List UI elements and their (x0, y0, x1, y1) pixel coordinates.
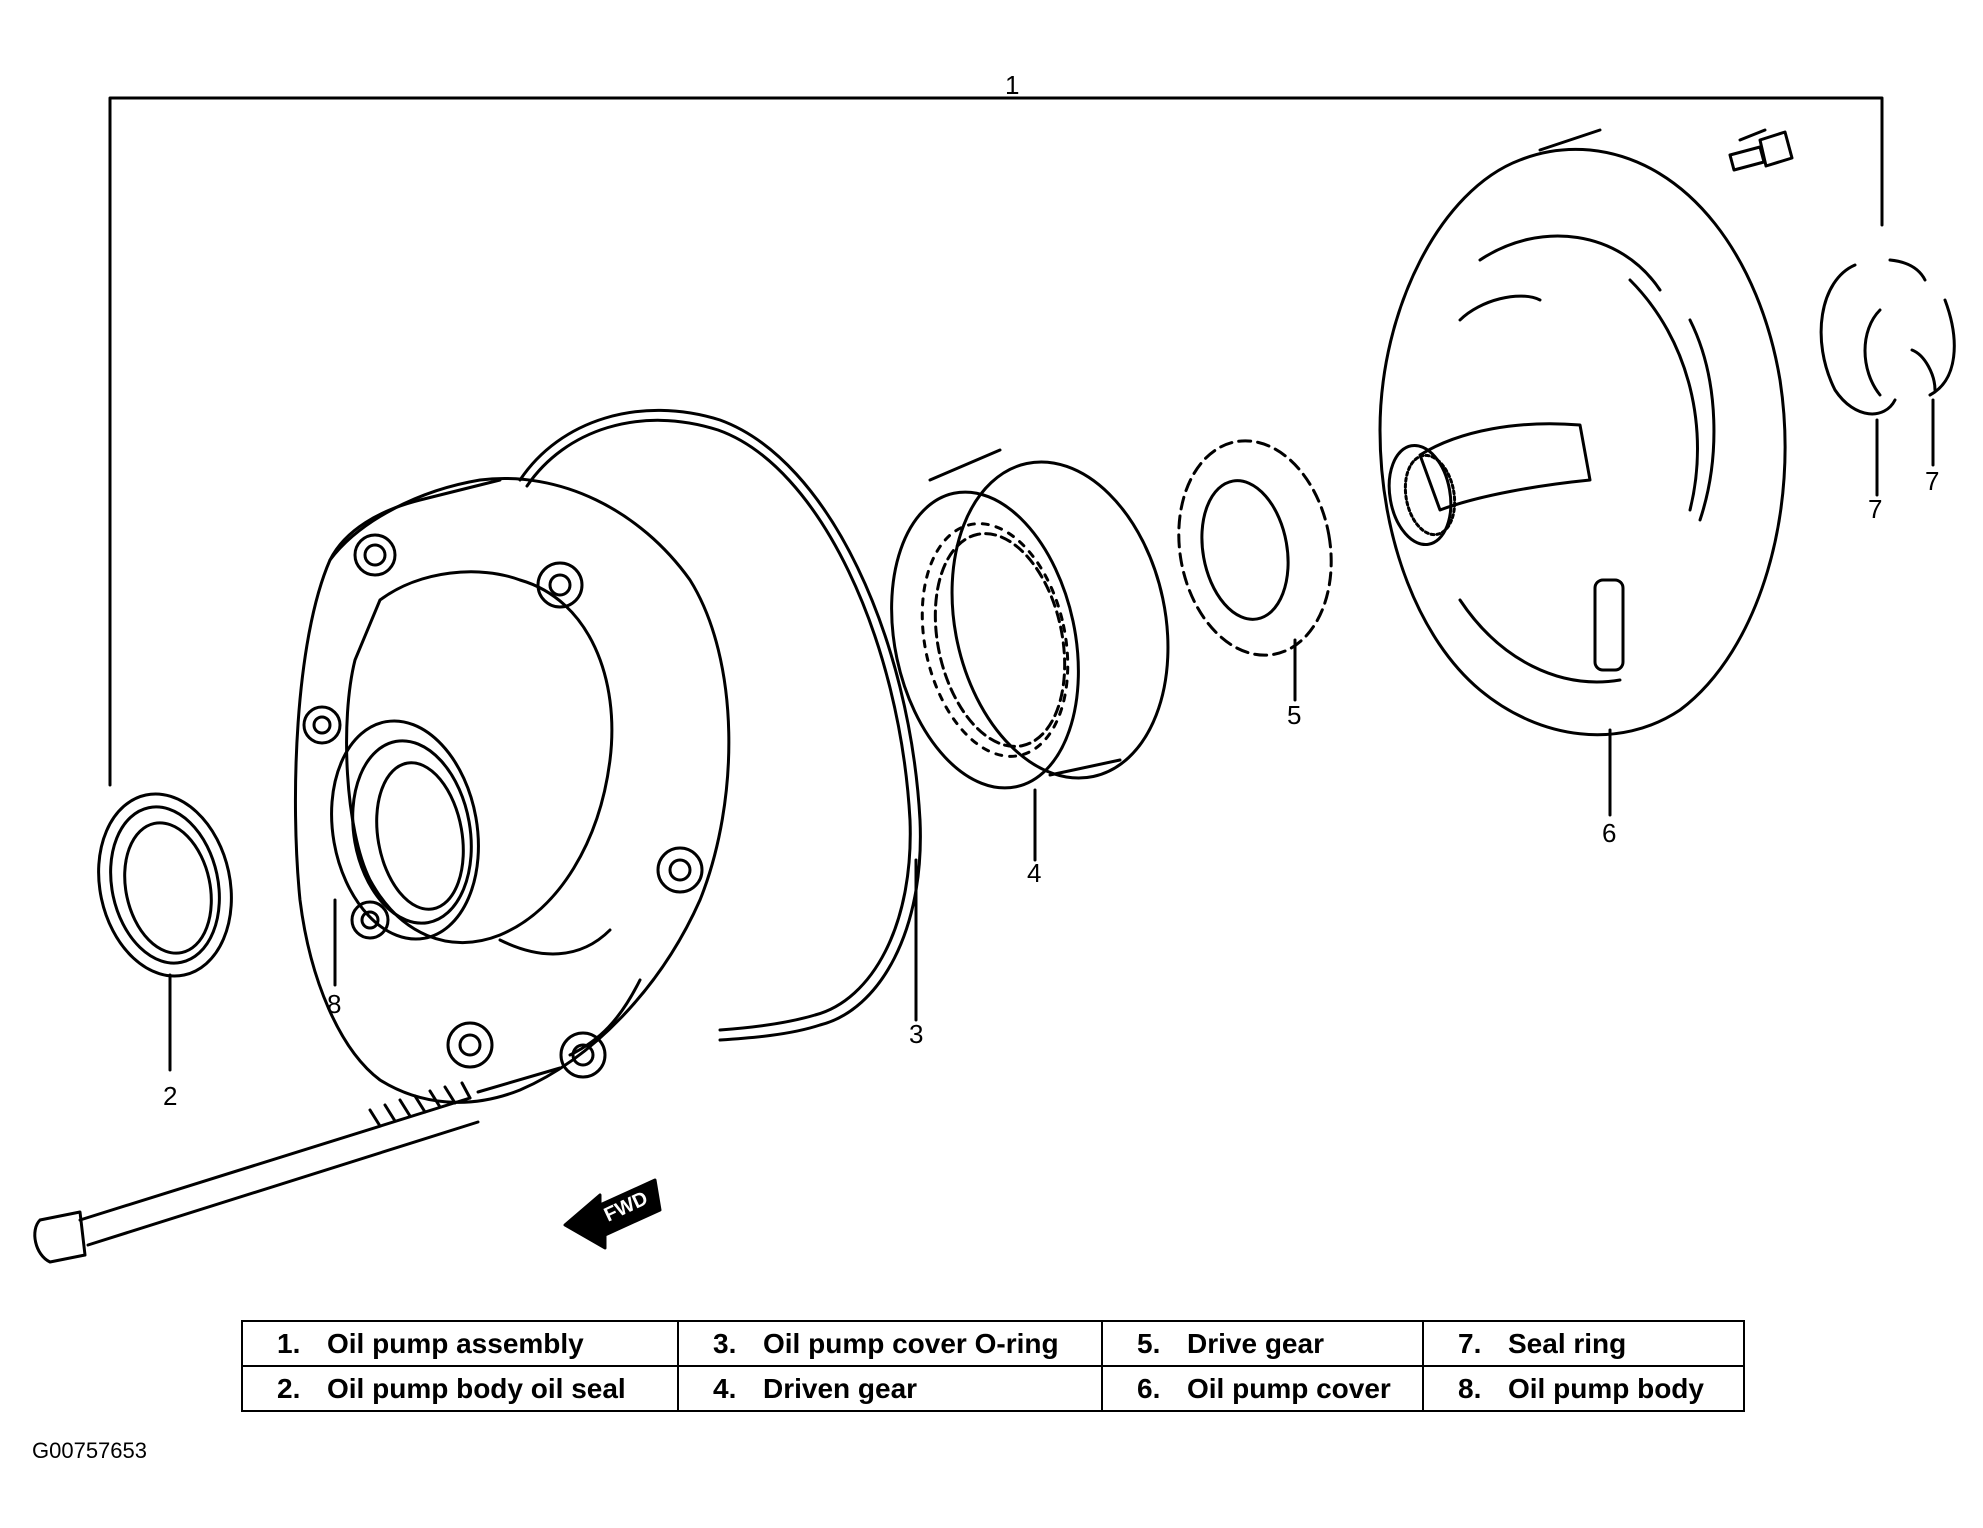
legend-row: 1.Oil pump assembly 3.Oil pump cover O-r… (241, 1320, 1745, 1367)
seal-ring-part (1819, 258, 1956, 497)
callout-2: 2 (163, 1081, 177, 1111)
oil-pump-cover-part (1378, 128, 1787, 817)
parts-legend-table: 1.Oil pump assembly 3.Oil pump cover O-r… (241, 1320, 1745, 1412)
callout-3: 3 (909, 1019, 923, 1049)
legend-cell: 5.Drive gear (1101, 1320, 1424, 1367)
callout-8: 8 (327, 989, 341, 1019)
driven-gear-part (890, 448, 1170, 862)
callout-6: 6 (1602, 818, 1616, 848)
callout-7b: 7 (1925, 466, 1939, 496)
figure-id: G00757653 (32, 1438, 147, 1463)
callout-7a: 7 (1868, 494, 1882, 524)
legend-cell: 7.Seal ring (1422, 1320, 1745, 1367)
legend-cell: 3.Oil pump cover O-ring (677, 1320, 1103, 1367)
legend-cell: 1.Oil pump assembly (241, 1320, 679, 1367)
oil-pump-body-part (293, 477, 731, 1104)
callout-4: 4 (1027, 858, 1041, 888)
small-bolt-part (1728, 130, 1794, 172)
bolt-part (33, 1066, 562, 1264)
legend-cell: 4.Driven gear (677, 1365, 1103, 1412)
oil-seal-part (97, 792, 233, 1072)
callout-5: 5 (1287, 700, 1301, 730)
legend-cell: 8.Oil pump body (1422, 1365, 1745, 1412)
drive-gear-part (1177, 439, 1333, 702)
assembly-bracket (108, 96, 1884, 787)
legend-row: 2.Oil pump body oil seal 4.Driven gear 6… (241, 1365, 1745, 1412)
o-ring-part (518, 408, 922, 1042)
callout-1: 1 (1005, 70, 1019, 100)
callout-labels: 1 2 3 4 5 6 7 7 8 (163, 70, 1939, 1111)
forward-arrow-icon: FWD (563, 1178, 662, 1250)
legend-cell: 6.Oil pump cover (1101, 1365, 1424, 1412)
legend-cell: 2.Oil pump body oil seal (241, 1365, 679, 1412)
